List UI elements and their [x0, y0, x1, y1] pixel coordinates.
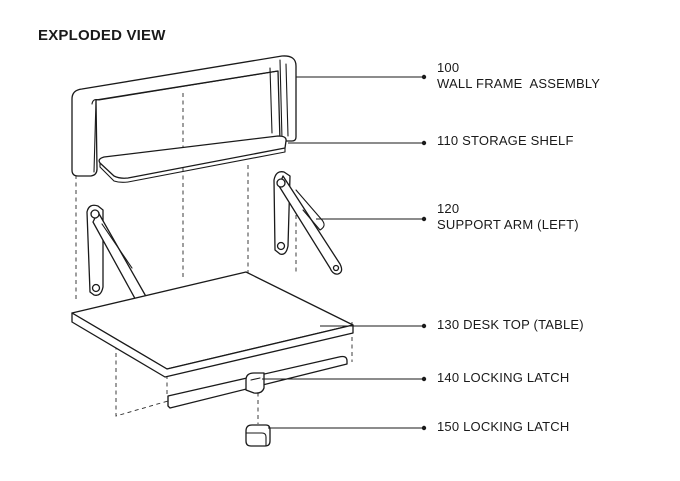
callout-100: 100 WALL FRAME ASSEMBLY: [437, 60, 600, 92]
callout-130: 130 DESK TOP (TABLE): [437, 317, 584, 333]
desk-top: [71, 271, 354, 378]
callout-leader-lines: [262, 74, 427, 431]
callout-120-number: 120: [437, 201, 460, 216]
callout-120: 120 SUPPORT ARM (LEFT): [437, 201, 579, 233]
support-arm-rear: [273, 171, 343, 275]
callout-100-number: 100: [437, 60, 460, 75]
assembly-guide-lines: [75, 93, 353, 424]
callout-150-label: 150 LOCKING LATCH: [437, 419, 570, 434]
support-arm-front: [86, 204, 151, 311]
diagram-title: EXPLODED VIEW: [38, 27, 166, 44]
callout-110: 110 STORAGE SHELF: [437, 133, 574, 149]
callout-140: 140 LOCKING LATCH: [437, 370, 569, 386]
wall-frame-assembly: [71, 55, 297, 177]
callout-150: 150 LOCKING LATCH: [437, 419, 569, 435]
locking-latch-clip: [245, 424, 271, 447]
callout-140-label: 140 LOCKING LATCH: [437, 370, 570, 385]
callout-110-label: 110 STORAGE SHELF: [437, 133, 574, 148]
storage-shelf: [98, 135, 287, 183]
callout-120-label: SUPPORT ARM (LEFT): [437, 217, 579, 232]
callout-130-label: 130 DESK TOP (TABLE): [437, 317, 584, 332]
locking-latch-bar: [167, 355, 348, 409]
callout-100-label: WALL FRAME ASSEMBLY: [437, 76, 601, 91]
